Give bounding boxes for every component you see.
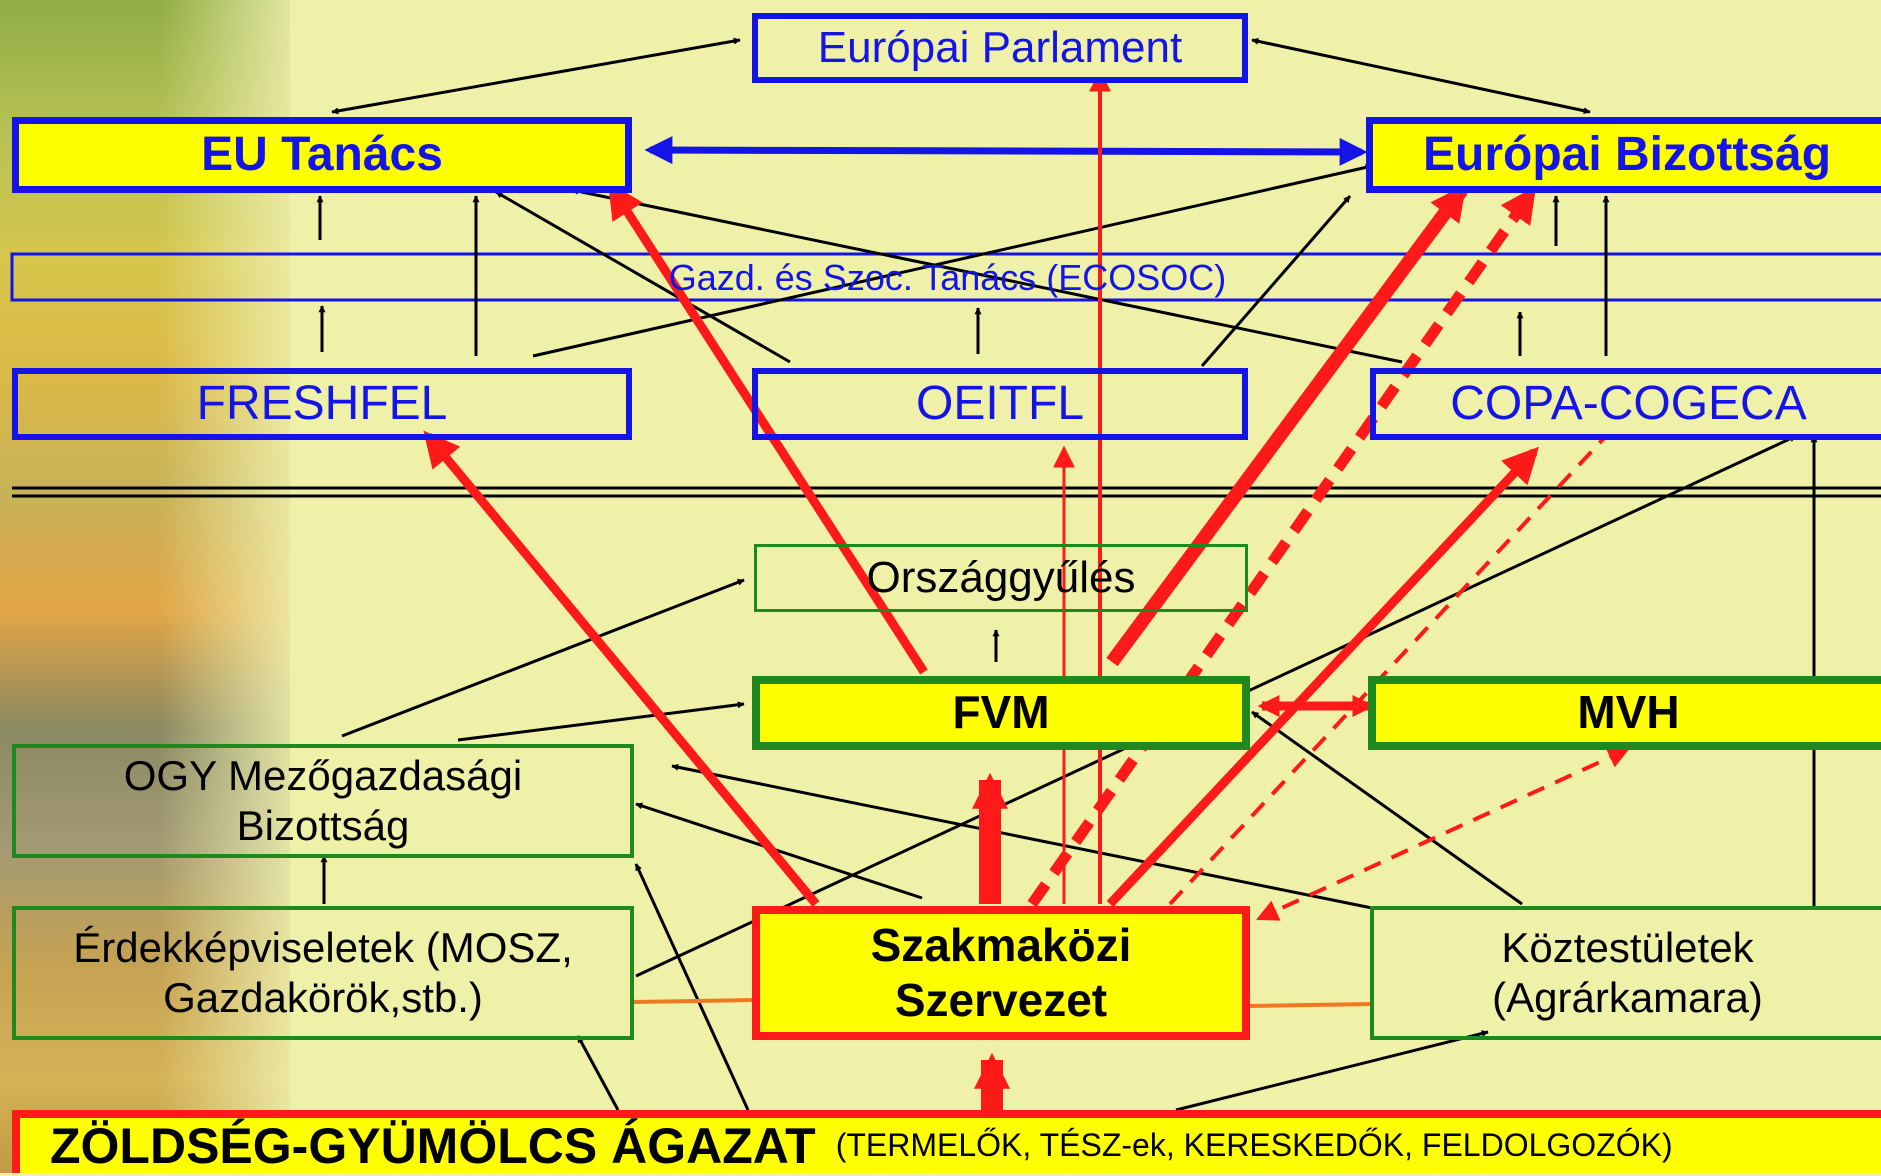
fvm-label: FVM bbox=[952, 686, 1050, 739]
vegetable-photo-background bbox=[0, 0, 290, 1173]
arrow-oeitfl-bizottsag bbox=[1200, 195, 1352, 367]
arrow-koztest-ogy bbox=[671, 763, 1373, 910]
koztest-label-line2: (Agrárkamara) bbox=[1492, 974, 1763, 1021]
europai-parlament-box: Európai Parlament bbox=[752, 13, 1248, 83]
agazat-members: (TERMELŐK, TÉSZ-ek, KERESKEDŐK, FELDOLGO… bbox=[835, 1127, 1673, 1164]
zoldseg-gyumolcs-agazat-bar: ZÖLDSÉG-GYÜMÖLCS ÁGAZAT (TERMELŐK, TÉSZ-… bbox=[12, 1110, 1881, 1174]
red-mvh-szakma-dashed bbox=[1256, 747, 1630, 921]
oeitfl-label: OEITFL bbox=[915, 377, 1085, 431]
szakma-label-line2: Szervezet bbox=[894, 974, 1108, 1026]
arrow-szakma-ogy bbox=[635, 802, 923, 900]
red-fvm-bizottsag bbox=[1106, 184, 1468, 667]
erdek-label-line1: Érdekképviseletek (MOSZ, bbox=[73, 923, 573, 971]
erdekkepviseletek-box: Érdekképviseletek (MOSZ, Gazdakörök,stb.… bbox=[12, 906, 634, 1040]
arrow-ogy-orszaggyules bbox=[341, 578, 745, 738]
red-szakma-copa-dashed bbox=[1168, 434, 1608, 906]
orszaggyules-box: Országgyűlés bbox=[754, 544, 1248, 612]
eu-tanacs-label: EU Tanács bbox=[201, 128, 443, 182]
copa-cogeca-label: COPA-COGECA bbox=[1450, 377, 1807, 431]
erdek-label-line2: Gazdakörök,stb.) bbox=[163, 974, 483, 1021]
koztest-label-line1: Köztestületek bbox=[1501, 923, 1754, 971]
ogy-mezogazdasagi-bizottsag-box: OGY Mezőgazdasági Bizottság bbox=[12, 744, 634, 858]
arrow-oeitfl-tanacs bbox=[495, 190, 791, 364]
arrow-agazat-erdek bbox=[576, 1035, 620, 1111]
arrow-freshfel-bizottsag bbox=[532, 163, 1373, 358]
copa-cogeca-box: COPA-COGECA bbox=[1370, 368, 1881, 440]
szakmakozi-szervezet-box: Szakmaközi Szervezet bbox=[752, 906, 1250, 1040]
koztestuletek-box: Köztestületek (Agrárkamara) bbox=[1370, 906, 1881, 1040]
ecosoc-box: Gazd. és Szoc. Tanács (ECOSOC) bbox=[14, 256, 1881, 300]
freshfel-label: FRESHFEL bbox=[196, 377, 448, 431]
europai-parlament-label: Európai Parlament bbox=[817, 22, 1183, 72]
europai-bizottsag-box: Európai Bizottság bbox=[1366, 117, 1881, 193]
red-szakma-copa bbox=[1106, 446, 1539, 908]
eu-tanacs-box: EU Tanács bbox=[12, 117, 632, 193]
europai-bizottsag-label: Európai Bizottság bbox=[1422, 128, 1832, 182]
connector-szakma-koztest bbox=[1249, 1002, 1375, 1008]
ogy-label-line2: Bizottság bbox=[236, 802, 410, 849]
arrow-tanacs-parlament bbox=[331, 37, 741, 115]
agazat-title: ZÖLDSÉG-GYÜMÖLCS ÁGAZAT bbox=[50, 1117, 816, 1174]
ecosoc-label: Gazd. és Szoc. Tanács (ECOSOC) bbox=[668, 257, 1227, 299]
arrow-ogy-fvm bbox=[457, 701, 745, 742]
arrow-copa-tanacs bbox=[571, 187, 1403, 364]
red-szakma-freshfel bbox=[423, 430, 820, 907]
oeitfl-box: OEITFL bbox=[752, 368, 1248, 440]
arrow-agazat-ogy bbox=[634, 863, 750, 1111]
ecosoc-band bbox=[10, 252, 1881, 302]
arrow-agazat-koztest bbox=[1175, 1030, 1489, 1112]
arrow-parlament-bizottsag bbox=[1251, 37, 1591, 115]
szakma-label-line1: Szakmaközi bbox=[870, 918, 1132, 971]
mvh-label: MVH bbox=[1577, 686, 1680, 739]
freshfel-box: FRESHFEL bbox=[12, 368, 632, 440]
fvm-box: FVM bbox=[752, 676, 1250, 750]
connector-erdek-szakma bbox=[633, 998, 755, 1004]
red-szakma-bizottsag-dashed bbox=[1027, 186, 1537, 908]
orszaggyules-label: Országgyűlés bbox=[866, 552, 1136, 602]
ogy-label-line1: OGY Mezőgazdasági bbox=[123, 751, 523, 799]
arrow-tanacs-bizottsag bbox=[644, 136, 1368, 166]
red-fvm-tanacs bbox=[608, 181, 928, 675]
mvh-box: MVH bbox=[1368, 676, 1881, 750]
